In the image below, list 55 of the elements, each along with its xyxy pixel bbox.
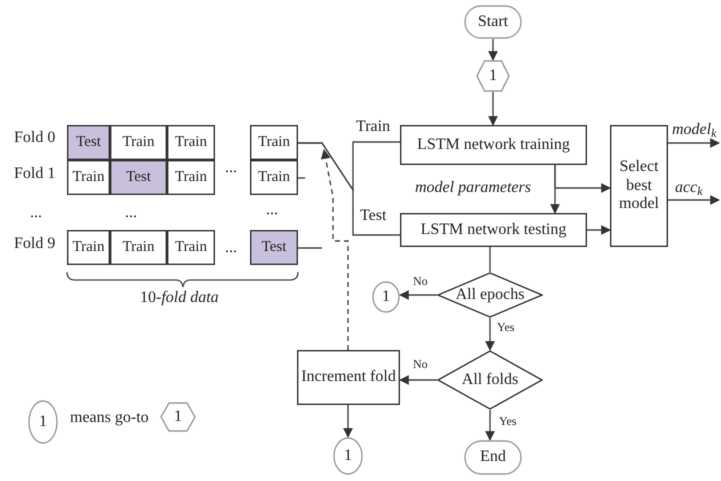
edge-label: model parameters: [415, 180, 531, 196]
terminator-shape: Start: [464, 5, 522, 39]
text-label: ...: [125, 205, 137, 221]
edge-label: model$_{k}$: [672, 122, 716, 138]
process-box: LSTM network training: [400, 125, 587, 165]
text-label: ...: [30, 205, 42, 221]
terminator-shape: End: [464, 440, 522, 475]
table-cell: Test: [250, 230, 298, 265]
connector-line: [489, 247, 491, 272]
arrow: [399, 290, 437, 300]
edge-label: No: [413, 358, 428, 370]
arrow: [554, 165, 611, 193]
table-cell: Train: [167, 230, 215, 265]
table-cell: Test: [67, 125, 110, 160]
text-label: Fold 1: [14, 166, 56, 182]
arrow: [488, 92, 498, 126]
decision-diamond: All epochs: [437, 272, 543, 318]
text-label: ...: [225, 240, 237, 256]
connector-circle: 1: [333, 437, 363, 475]
connector-hexagon: 1: [160, 402, 196, 432]
arrow: [668, 195, 720, 205]
table-cell: Train: [110, 125, 167, 160]
connector-circle: 1: [28, 400, 58, 444]
connector-circle: 1: [372, 281, 400, 313]
dashed-arrow: [320, 149, 349, 350]
text-label: ...: [266, 202, 278, 218]
arrow: [343, 405, 353, 438]
legend-text: means go-to: [70, 410, 149, 426]
connector-hexagon: 1: [476, 60, 510, 92]
table-cell: Train: [67, 160, 110, 195]
text-label: Fold 0: [14, 130, 56, 146]
table-cell: Train: [250, 125, 298, 160]
edge-label: No: [413, 275, 428, 287]
process-box: Increment fold: [297, 350, 400, 405]
table-cell: Test: [110, 160, 167, 195]
decision-diamond: All folds: [437, 350, 543, 410]
arrow: [399, 375, 437, 385]
table-cell: Train: [250, 160, 298, 195]
caption: 10-fold data: [140, 290, 219, 306]
table-cell: Train: [167, 125, 215, 160]
table-cell: Train: [167, 160, 215, 195]
connector-line: [298, 142, 400, 236]
arrow: [485, 410, 495, 441]
process-box: LSTM network testing: [400, 213, 587, 247]
edge-label: Yes: [499, 415, 516, 427]
process-box: Select best model: [610, 125, 668, 247]
arrow: [485, 318, 495, 351]
table-cell: Train: [110, 230, 167, 265]
arrow: [488, 39, 498, 61]
arrow: [668, 138, 720, 148]
table-cell: Train: [67, 230, 110, 265]
text-label: ...: [225, 160, 237, 176]
edge-label: Yes: [497, 321, 514, 333]
text-label: Fold 9: [14, 236, 56, 252]
arrow: [587, 225, 611, 235]
